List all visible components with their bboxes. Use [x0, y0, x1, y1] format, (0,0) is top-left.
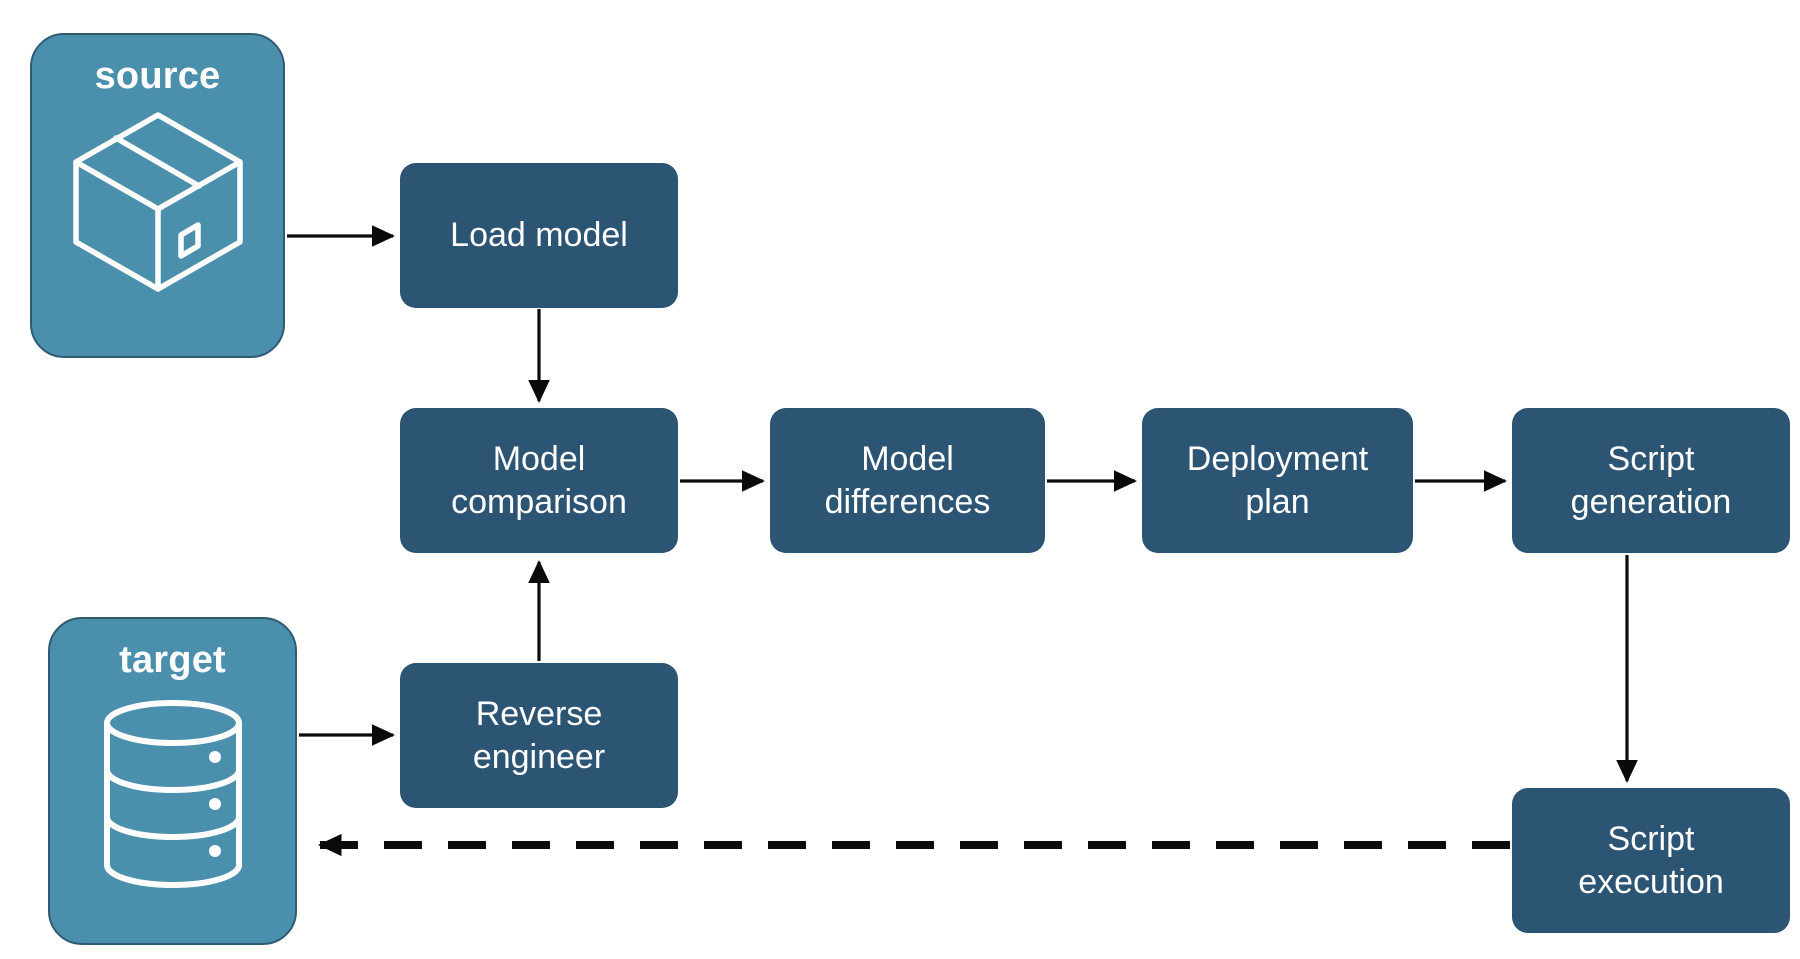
database-cylinder-icon: [97, 697, 249, 896]
process-reverse-engineer-line-2: engineer: [472, 737, 606, 776]
process-reverse-engineer-line-1: Reverse: [475, 695, 603, 733]
process-model-comparison[interactable]: Model comparison: [400, 408, 678, 553]
process-script-execution-line-2: execution: [1578, 862, 1724, 901]
process-script-execution[interactable]: Script execution: [1512, 788, 1790, 933]
process-script-generation-line-1: Script: [1607, 440, 1695, 478]
process-load-model-line-1: Load model: [450, 216, 628, 255]
process-deployment-plan-line-2: plan: [1245, 482, 1310, 521]
process-model-differences-line-2: differences: [824, 482, 991, 521]
process-deployment-plan[interactable]: Deployment plan: [1142, 408, 1413, 553]
process-script-generation-line-2: generation: [1570, 482, 1732, 521]
endpoint-target[interactable]: target: [48, 617, 297, 945]
process-script-generation[interactable]: Script generation: [1512, 408, 1790, 553]
process-deployment-plan-line-1: Deployment: [1186, 440, 1369, 478]
process-model-differences-line-1: Model: [861, 440, 954, 478]
package-box-icon: [68, 109, 248, 300]
process-reverse-engineer[interactable]: Reverse engineer: [400, 663, 678, 808]
endpoint-target-label: target: [119, 639, 226, 681]
process-model-differences[interactable]: Model differences: [770, 408, 1045, 553]
process-model-comparison-line-2: comparison: [451, 482, 627, 521]
endpoint-source-label: source: [94, 55, 221, 97]
process-load-model[interactable]: Load model: [400, 163, 678, 308]
endpoint-source[interactable]: source: [30, 33, 285, 358]
process-model-comparison-line-1: Model: [492, 440, 586, 478]
process-script-execution-line-1: Script: [1607, 820, 1695, 858]
